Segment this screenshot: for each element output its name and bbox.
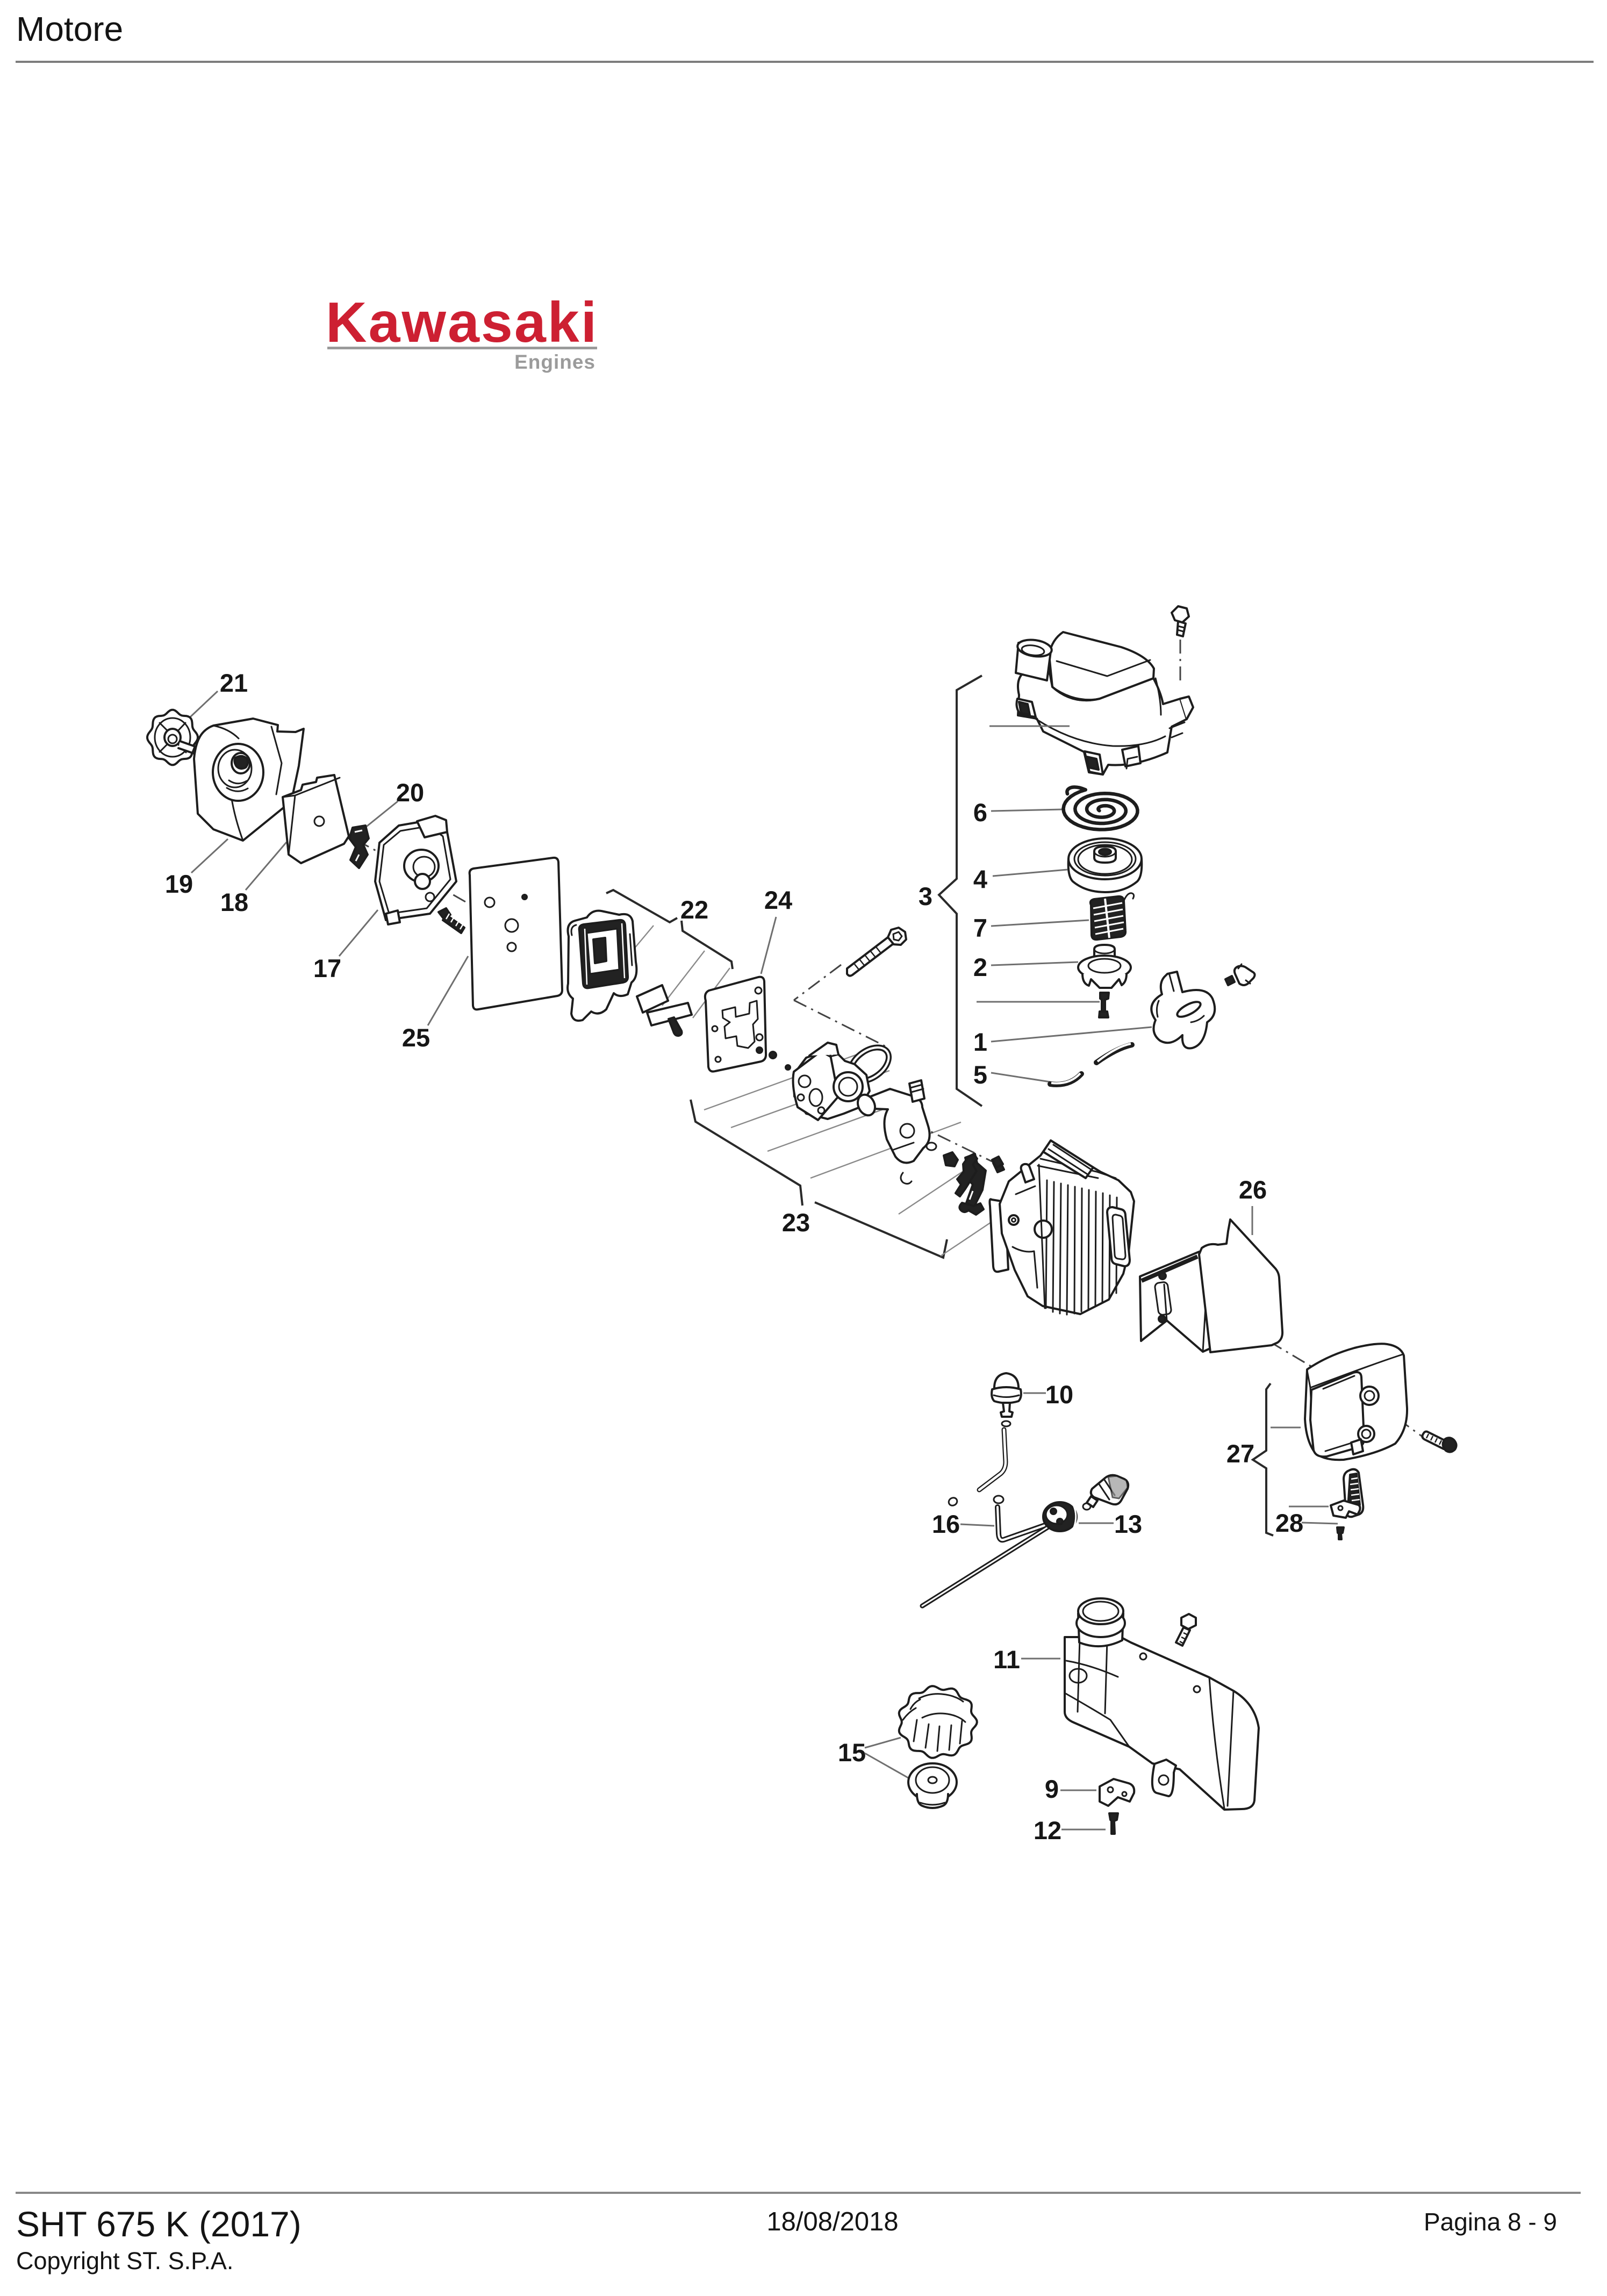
svg-text:23: 23	[782, 1208, 810, 1237]
svg-text:Copyright ST. S.P.A.: Copyright ST. S.P.A.	[16, 2247, 233, 2275]
svg-text:21: 21	[220, 669, 248, 697]
svg-text:4: 4	[973, 865, 987, 893]
svg-text:12: 12	[1034, 1816, 1061, 1845]
svg-text:Motore: Motore	[16, 10, 123, 48]
svg-text:6: 6	[973, 798, 987, 827]
svg-text:18: 18	[220, 888, 248, 916]
svg-text:18/08/2018: 18/08/2018	[766, 2207, 898, 2236]
svg-text:11: 11	[993, 1645, 1020, 1674]
svg-text:SHT 675 K (2017): SHT 675 K (2017)	[16, 2204, 302, 2244]
svg-text:25: 25	[402, 1023, 430, 1052]
svg-text:3: 3	[919, 882, 932, 910]
svg-text:5: 5	[973, 1060, 987, 1089]
svg-text:22: 22	[680, 895, 708, 924]
svg-text:27: 27	[1226, 1439, 1254, 1468]
svg-text:28: 28	[1275, 1509, 1303, 1537]
svg-text:13: 13	[1114, 1510, 1142, 1538]
svg-text:26: 26	[1239, 1175, 1267, 1204]
svg-text:10: 10	[1045, 1380, 1073, 1409]
svg-text:24: 24	[764, 886, 792, 914]
svg-text:20: 20	[396, 778, 424, 807]
svg-text:Pagina 8 - 9: Pagina 8 - 9	[1424, 2208, 1557, 2236]
svg-text:7: 7	[973, 914, 987, 942]
svg-text:9: 9	[1045, 1775, 1059, 1803]
svg-text:19: 19	[165, 870, 193, 898]
svg-text:17: 17	[313, 954, 341, 982]
svg-text:2: 2	[973, 953, 987, 981]
svg-text:Engines: Engines	[514, 351, 596, 373]
svg-text:1: 1	[973, 1028, 987, 1056]
svg-text:Kawasaki: Kawasaki	[326, 291, 598, 354]
svg-text:15: 15	[838, 1738, 866, 1767]
svg-text:16: 16	[932, 1510, 960, 1538]
